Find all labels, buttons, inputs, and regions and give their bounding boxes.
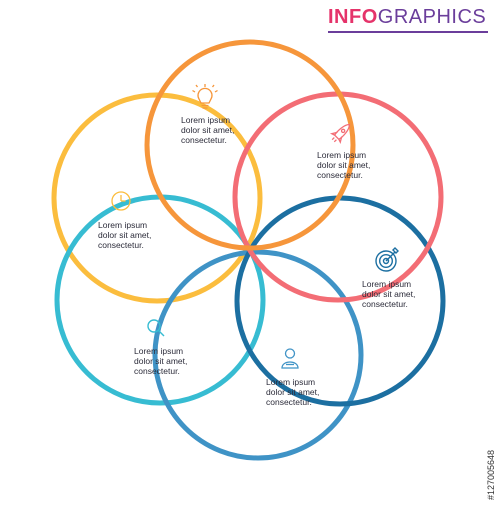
search-icon [147,319,165,337]
step-label-coral: Lorem ipsum dolor sit amet, consectetur. [317,150,417,180]
label-line: Lorem ipsum [134,346,184,356]
label-line: consectetur. [266,397,312,407]
step-label-cyan: Lorem ipsum dolor sit amet, consectetur. [134,346,234,376]
user-icon [281,348,299,369]
step-label-mid-blue: Lorem ipsum dolor sit amet, consectetur. [266,377,366,407]
label-line: dolor sit amet, [98,230,152,240]
label-line: consectetur. [362,299,408,309]
label-line: Lorem ipsum [181,115,231,125]
title-light-part: GRAPHICS [377,6,487,28]
title-bold-part: INFO [328,6,378,28]
label-line: consectetur. [181,135,227,145]
label-line: dolor sit amet, [134,356,188,366]
step-label-yellow: Lorem ipsum dolor sit amet, consectetur. [98,220,198,250]
stock-id-label: #127005648 [486,449,496,500]
ring-mid-blue [152,249,364,461]
label-line: dolor sit amet, [317,160,371,170]
label-line: dolor sit amet, [181,125,235,135]
label-line: Lorem ipsum [362,279,412,289]
label-line: consectetur. [317,170,363,180]
label-line: Lorem ipsum [98,220,148,230]
ring-orange [144,39,356,251]
label-line: consectetur. [98,240,144,250]
target-icon [375,247,399,272]
ring-yellow [51,92,263,304]
step-label-dark-blue: Lorem ipsum dolor sit amet, consectetur. [362,279,462,309]
title-underline [328,31,488,33]
label-line: consectetur. [134,366,180,376]
rocket-icon [329,123,351,145]
clock-icon [111,191,131,211]
lightbulb-icon [192,84,218,109]
label-line: Lorem ipsum [266,377,316,387]
step-label-orange: Lorem ipsum dolor sit amet, consectetur. [181,115,281,145]
label-line: Lorem ipsum [317,150,367,160]
label-line: dolor sit amet, [362,289,416,299]
infographics-title: INFOGRAPHICS [328,6,486,29]
label-line: dolor sit amet, [266,387,320,397]
